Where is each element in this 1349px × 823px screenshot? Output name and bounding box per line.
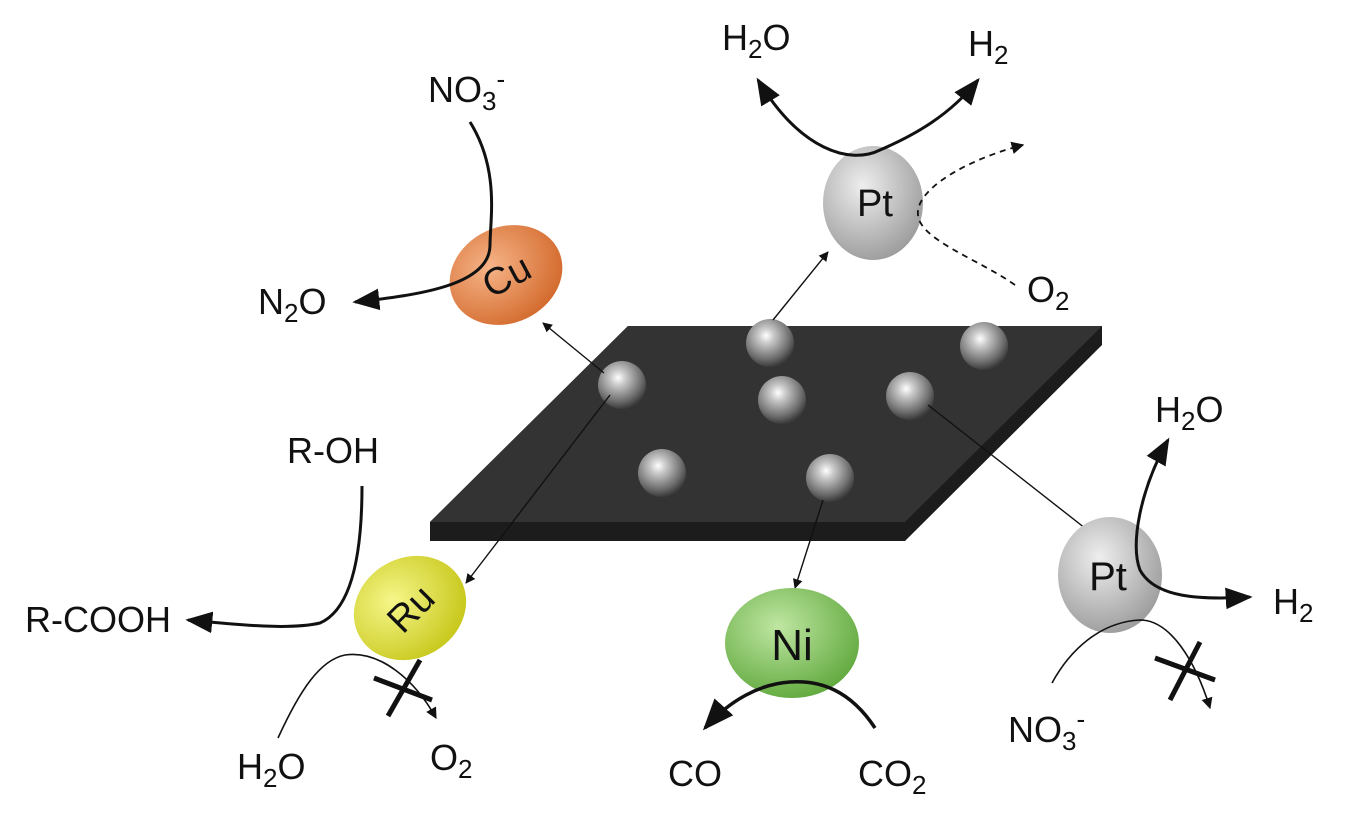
nanoparticle xyxy=(758,376,806,424)
pt-right-hydrogen-label: H2 xyxy=(1273,581,1313,628)
nanoparticle xyxy=(960,322,1008,370)
pt-right-nitrate-label: NO3- xyxy=(1008,704,1085,756)
pt-top-catalyst: Pt xyxy=(823,146,923,260)
cu-catalyst: Cu xyxy=(449,225,563,325)
nanoparticles xyxy=(598,319,1008,502)
ni-reactant-label: CO2 xyxy=(858,753,926,800)
nanoparticle xyxy=(886,372,934,420)
particle-arrows xyxy=(465,251,1105,589)
pt-top-water-label: H2O xyxy=(722,17,790,64)
pt-top-oxygen-label: O2 xyxy=(1027,269,1069,316)
ru-reactant-label: R-OH xyxy=(287,430,379,471)
ru-oxygen-label: O2 xyxy=(430,737,472,784)
ru-product-label: R-COOH xyxy=(25,599,171,640)
nanoparticle xyxy=(806,454,854,502)
pt-right-water-label: H2O xyxy=(1155,389,1223,436)
ru-catalyst: Ru xyxy=(353,555,467,661)
ni-symbol: Ni xyxy=(771,621,813,670)
cu-reactant-label: NO3- xyxy=(428,64,505,116)
ni-catalyst: Ni xyxy=(725,588,859,698)
nanoparticle xyxy=(746,319,794,367)
pt-right-catalyst: Pt xyxy=(1058,517,1162,633)
pt-right-blocked-cross xyxy=(1154,640,1216,702)
species-labels: NO3- N2O H2O H2 O2 R-OH R-COOH H2O O2 CO… xyxy=(25,17,1313,800)
pt-top-hydrogen-label: H2 xyxy=(968,23,1008,70)
support-plate xyxy=(430,326,1102,541)
ru-water-label: H2O xyxy=(237,746,305,793)
cu-product-label: N2O xyxy=(258,281,326,328)
pt-top-symbol: Pt xyxy=(857,183,893,225)
nanoparticle xyxy=(638,449,686,497)
ni-product-label: CO xyxy=(668,753,722,794)
pt-right-symbol: Pt xyxy=(1089,555,1127,599)
nanoparticle xyxy=(598,361,646,409)
ru-blocked-cross xyxy=(373,658,433,718)
